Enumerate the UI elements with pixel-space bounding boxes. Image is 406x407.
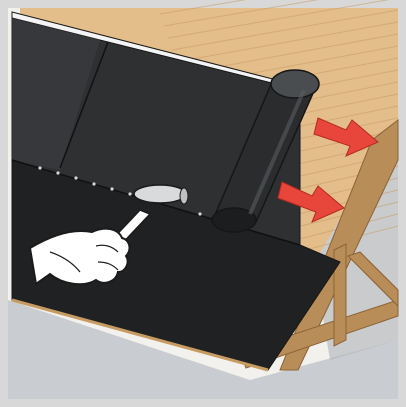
nail-head bbox=[128, 192, 131, 195]
nail-head bbox=[38, 166, 41, 169]
nail-head bbox=[74, 176, 77, 179]
nail-head bbox=[198, 212, 201, 215]
nail-head bbox=[56, 171, 59, 174]
vertical-stud bbox=[334, 244, 346, 346]
nail-head bbox=[110, 187, 113, 190]
nail-head bbox=[92, 182, 95, 185]
